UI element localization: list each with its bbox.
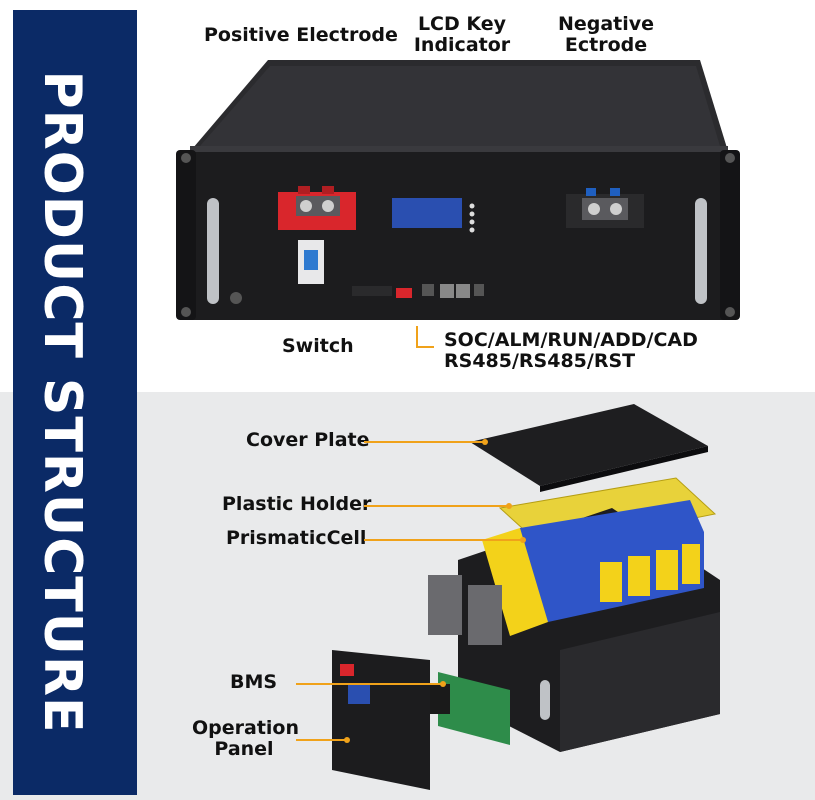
negative-terminal	[566, 188, 644, 228]
label-positive-electrode: Positive Electrode	[204, 24, 398, 46]
label-operation-panel: Operation Panel	[192, 717, 300, 760]
label-panel-line1: Operation	[192, 717, 300, 739]
bms-board	[438, 672, 510, 745]
lcd-screen	[392, 198, 462, 228]
leader-operation-panel	[296, 739, 346, 741]
label-ports-line2: RS485/RS485/RST	[444, 350, 636, 372]
label-panel-line2: Panel	[214, 738, 274, 760]
label-lcd-line2: Indicator	[413, 34, 511, 56]
label-negative-line2: Ectrode	[564, 34, 648, 56]
ports-bracket-vertical	[416, 326, 418, 348]
label-negative-electrode: Negative Ectrode	[554, 14, 658, 56]
label-switch: Switch	[282, 335, 354, 357]
label-negative-line1: Negative	[557, 13, 655, 35]
side-banner	[13, 10, 137, 795]
leader-dot-holder	[506, 503, 512, 509]
ports-bracket-horizontal	[416, 346, 434, 348]
leader-prismatic-cell	[364, 539, 522, 541]
label-lcd-key: LCD Key Indicator	[412, 14, 512, 56]
leader-dot-panel	[344, 737, 350, 743]
leader-dot-bms	[440, 681, 446, 687]
leader-bms	[296, 683, 442, 685]
positive-terminal	[278, 186, 356, 230]
handle-right	[695, 198, 707, 304]
leader-cover-plate	[364, 441, 484, 443]
leader-dot-cover	[482, 439, 488, 445]
label-bms: BMS	[230, 671, 278, 693]
handle-left	[207, 198, 219, 304]
prismatic-cells	[518, 500, 704, 622]
label-ports: SOC/ALM/RUN/ADD/CAD RS485/RS485/RST	[444, 330, 698, 372]
label-ports-line1: SOC/ALM/RUN/ADD/CAD	[444, 329, 698, 351]
cover-plate	[470, 404, 708, 486]
breaker-switch	[298, 240, 324, 284]
label-plastic-holder: Plastic Holder	[222, 493, 372, 515]
port-strip	[352, 284, 484, 298]
label-prismatic-cell: PrismaticCell	[226, 527, 367, 549]
label-cover-plate: Cover Plate	[246, 429, 370, 451]
label-lcd-line1: LCD Key	[417, 13, 507, 35]
leader-plastic-holder	[364, 505, 508, 507]
rack-ear-left	[176, 150, 196, 320]
rack-ear-right	[720, 150, 740, 320]
leader-dot-cell	[520, 537, 526, 543]
